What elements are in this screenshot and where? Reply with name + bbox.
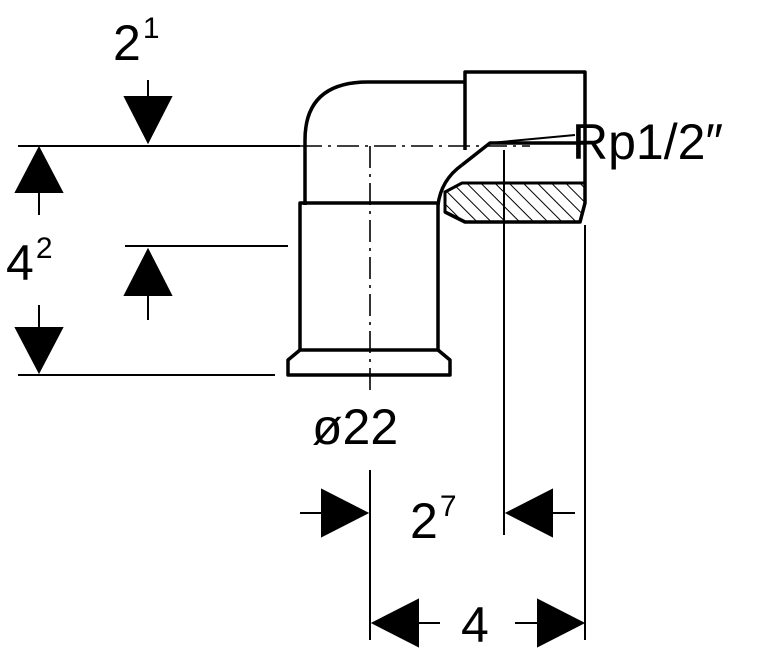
arrow-height-down-head [14, 327, 64, 375]
label-top-offset-sup: 1 [142, 12, 160, 45]
elbow-outer-contour [303, 80, 465, 205]
label-width-total: 4 [461, 597, 489, 653]
press-collar [286, 348, 452, 377]
dimension-arrows [14, 80, 586, 648]
leader-thread [489, 134, 576, 144]
arrow-height-up-head [14, 145, 64, 193]
label-height-total: 42 [6, 234, 53, 291]
arrow-socket-left-head [321, 488, 370, 538]
label-thread: Rp1/2″ [572, 114, 724, 170]
extension-lines [18, 134, 586, 640]
center-lines [300, 145, 530, 390]
arrow-width-left-head [370, 598, 419, 648]
arrow-socket-right-head [504, 488, 553, 538]
arrow-width-right-head [537, 598, 586, 648]
label-height-total-sup: 2 [35, 232, 53, 265]
label-height-total-base: 4 [6, 235, 34, 291]
label-socket-offset-sup: 7 [439, 490, 457, 523]
label-top-offset: 21 [113, 14, 160, 71]
press-socket [298, 201, 440, 352]
label-top-offset-base: 2 [113, 15, 141, 71]
label-socket-offset-base: 2 [410, 493, 438, 549]
arrow-top-offset-head [123, 96, 173, 145]
arrow-mid-up-head [123, 247, 173, 296]
label-diameter: ø22 [312, 399, 399, 455]
elbow-inner-contour [436, 163, 464, 206]
thread-section-hatch [443, 181, 587, 224]
label-socket-offset: 27 [410, 492, 457, 549]
